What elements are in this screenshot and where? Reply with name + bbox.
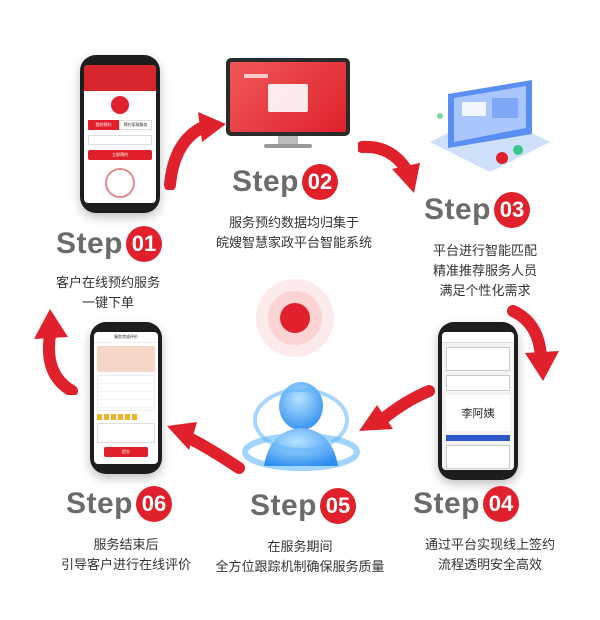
arrow-03-to-04 [507,305,559,381]
phone-step-06: 服务完成评价 提交 [90,322,162,474]
phone-06-submit-button[interactable]: 提交 [104,447,148,457]
step-06-description: 服务结束后 引导客户进行在线评价 [36,536,216,576]
phone-04-screen: 李阿姨 [442,332,514,470]
phone-01-field[interactable] [88,135,152,145]
arrow-04-to-05 [359,385,435,431]
step-05-desc-line: 全方位跟踪机制确保服务质量 [215,560,385,575]
step-05-number: 05 [320,488,357,524]
service-mascot-icon [242,382,360,471]
phone-04-signature: 李阿姨 [446,395,510,431]
step-05-label: Step 05 [250,488,357,524]
phone-01-submit-button[interactable]: 立即预约 [88,150,152,160]
step-05-desc-line: 在服务期间 [267,540,333,555]
step-03-number: 03 [494,192,531,228]
arrow-01-to-02 [164,112,226,190]
step-04-description: 通过平台实现线上签约 流程透明安全高效 [400,536,580,576]
step-06-number: 06 [136,486,173,522]
step-02-description: 服务预约数据均归集于 皖嫂智慧家政平台智能系统 [194,214,394,254]
step-02-number: 02 [302,164,339,200]
step-02-desc-line: 服务预约数据均归集于 [228,216,359,231]
step-02-word: Step [232,165,300,198]
monitor-02-stand [278,136,298,144]
monitor-02-base [264,144,312,148]
step-01-desc-line: 客户在线预约服务 [55,276,160,291]
phone-06-banner [97,346,155,372]
step-03-word: Step [424,193,492,226]
phone-04-sign-bar[interactable] [446,435,510,441]
step-02-desc-line: 皖嫂智慧家政平台智能系统 [215,236,372,251]
monitor-02-screen [230,62,346,132]
step-04-desc-line: 通过平台实现线上签约 [424,538,555,553]
monitor-02-frame [226,58,350,136]
step-01-desc-line: 一键下单 [81,296,134,311]
platform-illustration-icon [430,80,550,172]
step-04-number: 04 [483,486,520,522]
step-01-word: Step [56,227,124,260]
step-02-label: Step 02 [232,164,339,200]
step-03-label: Step 03 [424,192,531,228]
phone-06-title: 服务完成评价 [94,332,158,343]
phone-step-01: 我的预约 预约家政服务 立即预约 [80,55,160,213]
phone-step-04: 李阿姨 [438,322,518,480]
step-04-desc-line: 流程透明安全高效 [437,558,542,573]
phone-06-rating-stars[interactable] [97,414,137,420]
arrow-02-to-03 [358,140,420,193]
step-03-desc-line: 平台进行智能匹配 [432,244,537,259]
center-target-icon [256,279,334,357]
step-06-word: Step [66,487,134,520]
step-05-description: 在服务期间 全方位跟踪机制确保服务质量 [200,538,400,578]
phone-01-screen: 我的预约 预约家政服务 立即预约 [84,65,156,203]
phone-01-logo-icon [111,96,129,114]
step-04-word: Step [413,487,481,520]
phone-01-stamp-icon [105,168,135,198]
phone-01-banner [84,65,156,91]
monitor-step-02 [226,58,350,150]
step-04-label: Step 04 [413,486,520,522]
step-03-desc-line: 满足个性化需求 [439,284,531,299]
step-05-word: Step [250,489,318,522]
step-06-desc-line: 引导客户进行在线评价 [60,558,191,573]
arrow-05-to-06 [167,422,245,474]
step-06-label: Step 06 [66,486,173,522]
phone-01-tab-mine[interactable]: 我的预约 [88,120,119,130]
phone-01-tab-book[interactable]: 预约家政服务 [119,120,152,130]
illustration-step-03 [420,72,560,180]
step-01-number: 01 [126,226,163,262]
arrow-06-to-01 [34,309,78,395]
step-03-description: 平台进行智能匹配 精准推荐服务人员 满足个性化需求 [410,242,560,302]
step-06-desc-line: 服务结束后 [93,538,159,553]
step-01-description: 客户在线预约服务 一键下单 [28,274,188,314]
step-01-label: Step 01 [56,226,163,262]
phone-06-screen: 服务完成评价 提交 [94,332,158,464]
illustration-step-05 [238,370,364,478]
step-03-desc-line: 精准推荐服务人员 [432,264,537,279]
